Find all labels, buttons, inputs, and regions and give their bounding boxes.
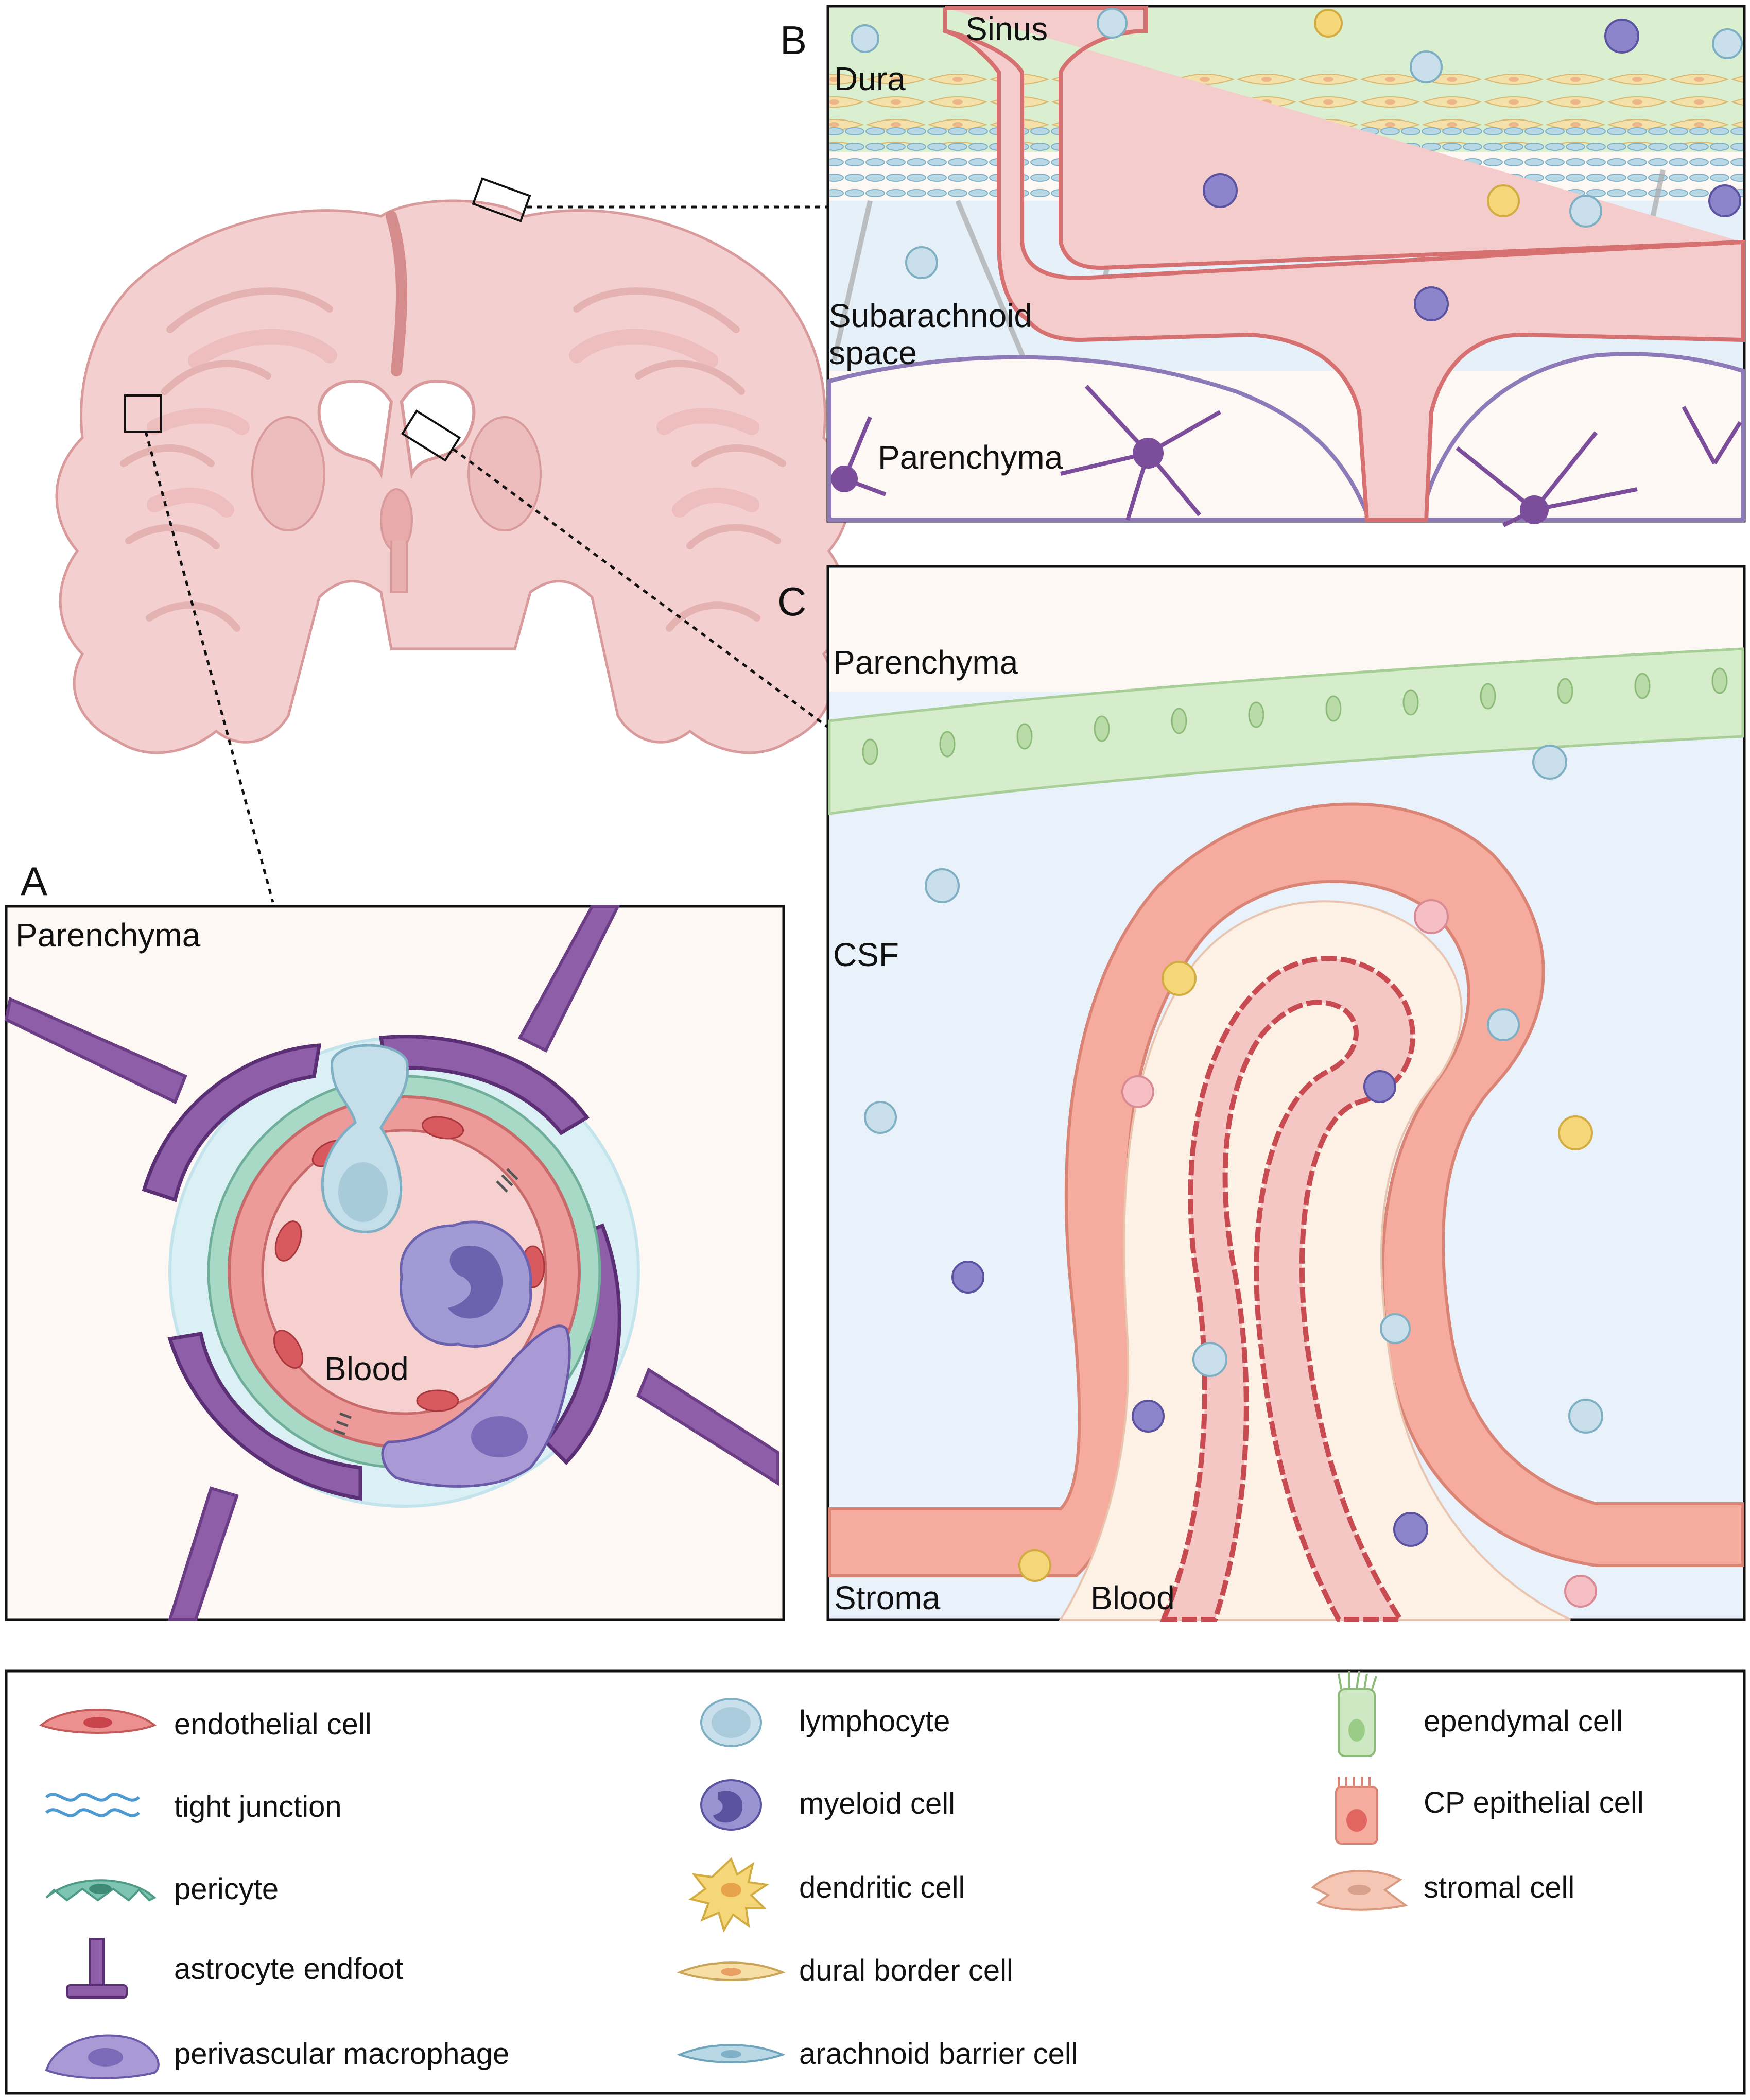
- panel-b-letter: B: [780, 18, 807, 63]
- legend-endothelial-cell: endothelial cell: [174, 1708, 372, 1741]
- panel-b-dura-label: Dura: [834, 60, 906, 97]
- brain-outline: [55, 199, 851, 754]
- ependymal-cell-icon: [1338, 1671, 1377, 1757]
- tight-junction-icon: [45, 1793, 141, 1817]
- dendritic-cell-icon: [688, 1857, 770, 1933]
- ventricle-right: [400, 379, 476, 479]
- legend-astrocyte-endfoot: astrocyte endfoot: [174, 1952, 403, 1986]
- legend: endothelial cell tight junction pericyte…: [5, 1669, 1746, 2095]
- perivascular-macrophage-icon: [45, 2034, 160, 2079]
- arachnoid-barrier-cell-icon: [677, 2044, 786, 2063]
- panel-a-letter: A: [21, 858, 47, 904]
- astrocyte-endfeet: [142, 1035, 621, 1501]
- legend-dendritic-cell: dendritic cell: [799, 1871, 965, 1904]
- myeloid-cell: [400, 1220, 532, 1348]
- panel-c-letter: C: [777, 579, 806, 624]
- panel-c-blood-label: Blood: [1090, 1579, 1175, 1616]
- legend-tight-junction: tight junction: [174, 1790, 342, 1823]
- zoom-connectors: [144, 205, 829, 903]
- stromal-cell-icon: [1311, 1870, 1408, 1911]
- panel-b-parenchyma-right: [1418, 352, 1745, 522]
- legend-perivascular-macrophage: perivascular macrophage: [174, 2037, 509, 2071]
- legend-stromal-cell: stromal cell: [1424, 1871, 1574, 1904]
- panel-b-subarachnoid-label: Subarachnoid space: [829, 297, 1042, 371]
- zoom-box-b[interactable]: [472, 177, 531, 222]
- panel-b-immune-cells: [851, 8, 1743, 321]
- pericyte-icon: [45, 1879, 157, 1902]
- zoom-box-c[interactable]: [401, 409, 461, 462]
- ventricle-left: [317, 379, 393, 479]
- lymphocyte-transmigrating: [321, 1044, 409, 1233]
- astrocyte-endfoot-icon: [66, 1938, 128, 1999]
- cp-epithelial-cell-icon: [1335, 1777, 1378, 1845]
- subarachnoid-line-1: Subarachnoid: [829, 297, 1032, 334]
- panel-a-parenchyma-label: Parenchyma: [15, 917, 201, 954]
- legend-cp-epithelial-cell: CP epithelial cell: [1424, 1786, 1644, 1819]
- legend-lymphocyte: lymphocyte: [799, 1705, 950, 1738]
- legend-arachnoid-barrier-cell: arachnoid barrier cell: [799, 2037, 1078, 2071]
- panel-c-immune-cells: [864, 745, 1603, 1608]
- panel-b: B: [780, 5, 1746, 527]
- cp-capillary: [1159, 956, 1416, 1622]
- dural-border-cell-icon: [677, 1961, 786, 1981]
- panel-c-parenchyma-label: Parenchyma: [833, 644, 1018, 681]
- stroma: [1059, 900, 1571, 1621]
- perivascular-macrophage: [381, 1324, 571, 1488]
- neurons: [842, 385, 1742, 527]
- endothelial-cell-icon: [39, 1709, 157, 1734]
- ependymal-layer: [828, 647, 1744, 815]
- subarachnoid-line-2: space: [829, 334, 917, 371]
- legend-ependymal-cell: ependymal cell: [1424, 1705, 1623, 1738]
- panel-b-sinus-label: Sinus: [965, 10, 1048, 47]
- legend-dural-border-cell: dural border cell: [799, 1954, 1013, 1987]
- panel-a-blood-label: Blood: [324, 1350, 409, 1387]
- panel-b-parenchyma-label: Parenchyma: [878, 439, 1063, 476]
- panel-c-csf-label: CSF: [833, 936, 899, 973]
- panel-c: C: [777, 565, 1746, 1622]
- panel-c-stroma-label: Stroma: [834, 1579, 941, 1616]
- sinus-vessel: [943, 8, 1745, 522]
- ependymal-cells: [862, 667, 1728, 765]
- astrocyte-processes: [4, 905, 779, 1621]
- panel-b-parenchyma-left: [827, 355, 1373, 522]
- panel-a: A Parenchyma: [4, 858, 785, 1621]
- legend-pericyte: pericyte: [174, 1872, 279, 1906]
- zoom-box-a[interactable]: [124, 394, 162, 433]
- legend-myeloid-cell: myeloid cell: [799, 1787, 955, 1820]
- myeloid-cell-icon: [700, 1779, 762, 1831]
- brain-section: [55, 177, 851, 754]
- lymphocyte-icon: [700, 1698, 762, 1747]
